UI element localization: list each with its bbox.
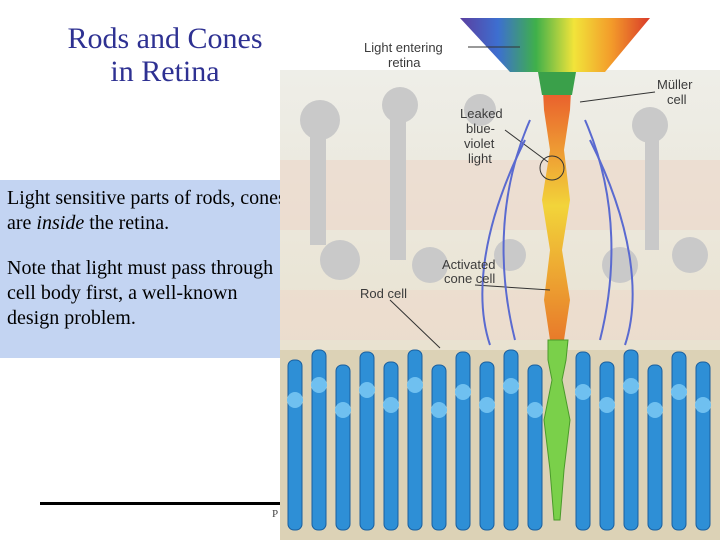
- retina-diagram: Light entering retina Müller cell Leaked…: [280, 18, 720, 540]
- muller-cell-light-guide: [542, 72, 572, 340]
- activated-cone-cell: [543, 339, 571, 521]
- light-path-arrows: [481, 119, 634, 346]
- tissue-band-lower: [280, 290, 720, 340]
- label-rod-cell: Rod cell: [360, 286, 407, 301]
- slide-title: Rods and Cones in Retina: [40, 22, 290, 88]
- slide-title-line-1: Rods and Cones: [67, 22, 263, 55]
- label-cone-cell: cone cell: [444, 271, 495, 286]
- body-paragraph-1-part-b: the retina.: [84, 212, 170, 234]
- photoreceptor-layer: [280, 339, 720, 540]
- footer-rule: [40, 502, 290, 505]
- label-blue: blue-: [466, 121, 495, 136]
- slide-title-line-2: in Retina: [110, 55, 220, 88]
- label-violet: violet: [464, 136, 495, 151]
- light-cone: [460, 18, 650, 72]
- diagram-labels: Light entering retina Müller cell Leaked…: [360, 40, 693, 301]
- body-paragraph-1-part-a: Light sensitive parts of rods, cones are: [7, 187, 286, 234]
- label-light-entering: Light entering: [364, 40, 443, 55]
- muller-cell-top: [538, 72, 576, 95]
- body-paragraph-1-emphasis: inside: [36, 212, 85, 234]
- footer-partial-text: P: [272, 508, 279, 520]
- label-muller-cell: cell: [667, 92, 687, 107]
- body-paragraph-2: Note that light must pass through cell b…: [7, 257, 274, 329]
- grey-neurons: [300, 87, 708, 283]
- label-muller: Müller: [657, 77, 693, 92]
- body-paragraph-1: Light sensitive parts of rods, cones are…: [7, 186, 286, 236]
- pointer-lines: [389, 46, 656, 349]
- label-light: light: [468, 151, 492, 166]
- label-activated: Activated: [442, 257, 495, 272]
- label-leaked: Leaked: [460, 106, 503, 121]
- body-text-box: Light sensitive parts of rods, cones are…: [0, 180, 292, 358]
- label-retina: retina: [388, 55, 421, 70]
